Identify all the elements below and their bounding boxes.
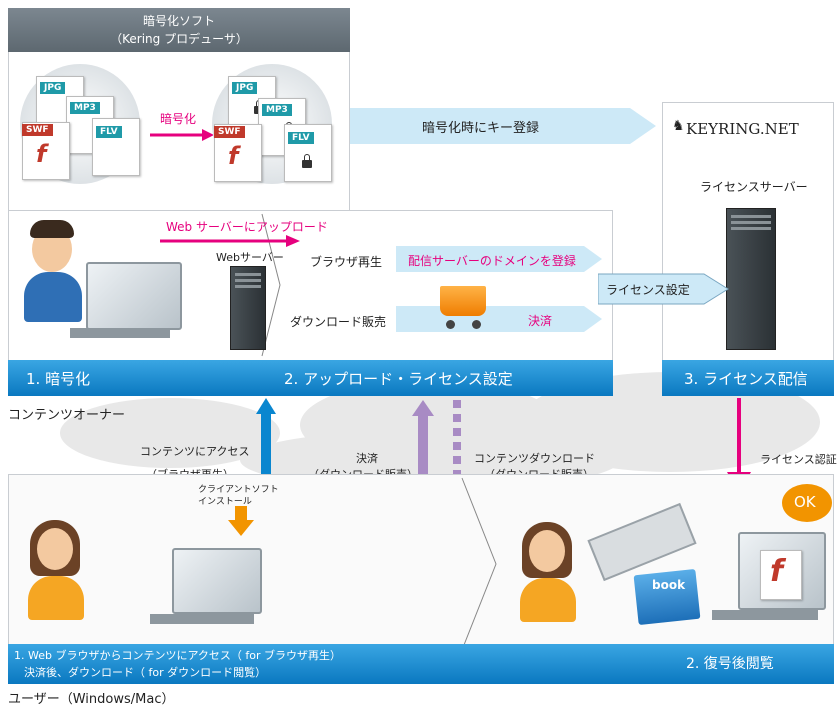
key-register-arrow [350, 108, 656, 144]
payment-flow-arrow [412, 400, 434, 496]
user-avatar [37, 528, 73, 570]
encrypt-arrow [150, 129, 214, 141]
ok-label: OK [794, 493, 816, 511]
book-label: book [652, 578, 686, 592]
key-register-label: 暗号化時にキー登録 [422, 121, 540, 136]
license-auth-label: ライセンス認証 [760, 453, 837, 466]
flv-tag: FLV [288, 132, 314, 144]
web-server-label: Webサーバー [216, 251, 284, 264]
browser-play-label: ブラウザ再生 [310, 255, 383, 269]
step3-bar [662, 360, 834, 396]
step2-upload-license-label: 2. アップロード・ライセンス設定 [284, 370, 513, 388]
flv-tag: FLV [96, 126, 122, 138]
encrypt-label: 暗号化 [160, 112, 197, 126]
user-body [28, 576, 84, 620]
content-owner-label: コンテンツオーナー [8, 408, 126, 423]
client-install-label-line1: クライアントソフト [198, 485, 279, 495]
user-avatar [529, 530, 565, 572]
license-setting-arrow [598, 273, 729, 305]
payment-flow-label: 決済 [356, 452, 378, 465]
flash-document-icon [760, 550, 802, 600]
keyring-logo: KEYRING.NET [686, 120, 799, 138]
flash-icon: f [770, 554, 784, 589]
mp3-tag: MP3 [262, 104, 292, 116]
install-arrow-icon [228, 506, 254, 536]
register-domain-arrow [396, 246, 602, 272]
user-label: ユーザー（Windows/Mac） [8, 692, 175, 707]
license-server-label: ライセンスサーバー [700, 180, 808, 194]
ok-badge [782, 484, 832, 522]
owner-body [24, 272, 82, 322]
download-flow-label: コンテンツダウンロード [474, 452, 595, 465]
user-panel-divider [461, 477, 497, 651]
payment-label: 決済 [528, 314, 553, 328]
user-step2-label: 2. 復号後閲覧 [686, 656, 774, 672]
user-body [520, 578, 576, 622]
encryption-software-header [8, 8, 350, 52]
owner-monitor-stand [70, 328, 170, 338]
owner-hair [30, 220, 74, 238]
swf-tag: SWF [214, 126, 245, 138]
mp3-tag: MP3 [70, 102, 100, 114]
license-setting-label: ライセンス設定 [606, 283, 690, 297]
shopping-cart-wheel [446, 320, 455, 329]
encryption-software-subtitle: （Kering プロデューサ） [110, 32, 248, 46]
jpg-tag: JPG [40, 82, 66, 94]
user-monitor [172, 548, 262, 614]
user-step-bar [8, 644, 834, 684]
user-monitor-right-stand [712, 610, 818, 620]
user-step1-line2: 決済後、ダウンロード（ for ダウンロード閲覧） [24, 666, 267, 679]
step3-license-delivery-label: 3. ライセンス配信 [684, 370, 808, 388]
owner-panel-divider [261, 213, 281, 357]
web-server-tower [230, 266, 266, 350]
flash-icon: f [36, 140, 47, 168]
upload-label: Web サーバーにアップロード [166, 220, 328, 234]
shopping-cart-wheel [472, 320, 481, 329]
jpg-tag: JPG [232, 82, 258, 94]
step1-encrypt-label: 1. 暗号化 [26, 370, 91, 388]
payment-arrow [396, 306, 602, 332]
flash-icon: f [228, 142, 239, 170]
client-install-label-line2: インストール [198, 497, 252, 507]
access-arrow [256, 398, 276, 496]
access-label: コンテンツにアクセス [140, 445, 250, 458]
upload-arrow [160, 235, 300, 247]
register-domain-label: 配信サーバーのドメインを登録 [408, 254, 576, 268]
user-step1-line1: 1. Web ブラウザからコンテンツにアクセス（ for ブラウザ再生） [14, 649, 342, 662]
download-sale-label: ダウンロード販売 [290, 315, 387, 329]
owner-monitor [86, 262, 182, 330]
step1-bar [8, 360, 613, 396]
keyring-logo-icon: ♞ [672, 118, 685, 134]
user-panel [8, 474, 834, 656]
user-monitor-stand [150, 614, 254, 624]
lock-icon [302, 154, 312, 168]
encryption-software-title: 暗号化ソフト [142, 14, 215, 28]
shopping-cart-icon [440, 286, 486, 316]
license-server-tower [726, 208, 776, 350]
swf-tag: SWF [22, 124, 53, 136]
